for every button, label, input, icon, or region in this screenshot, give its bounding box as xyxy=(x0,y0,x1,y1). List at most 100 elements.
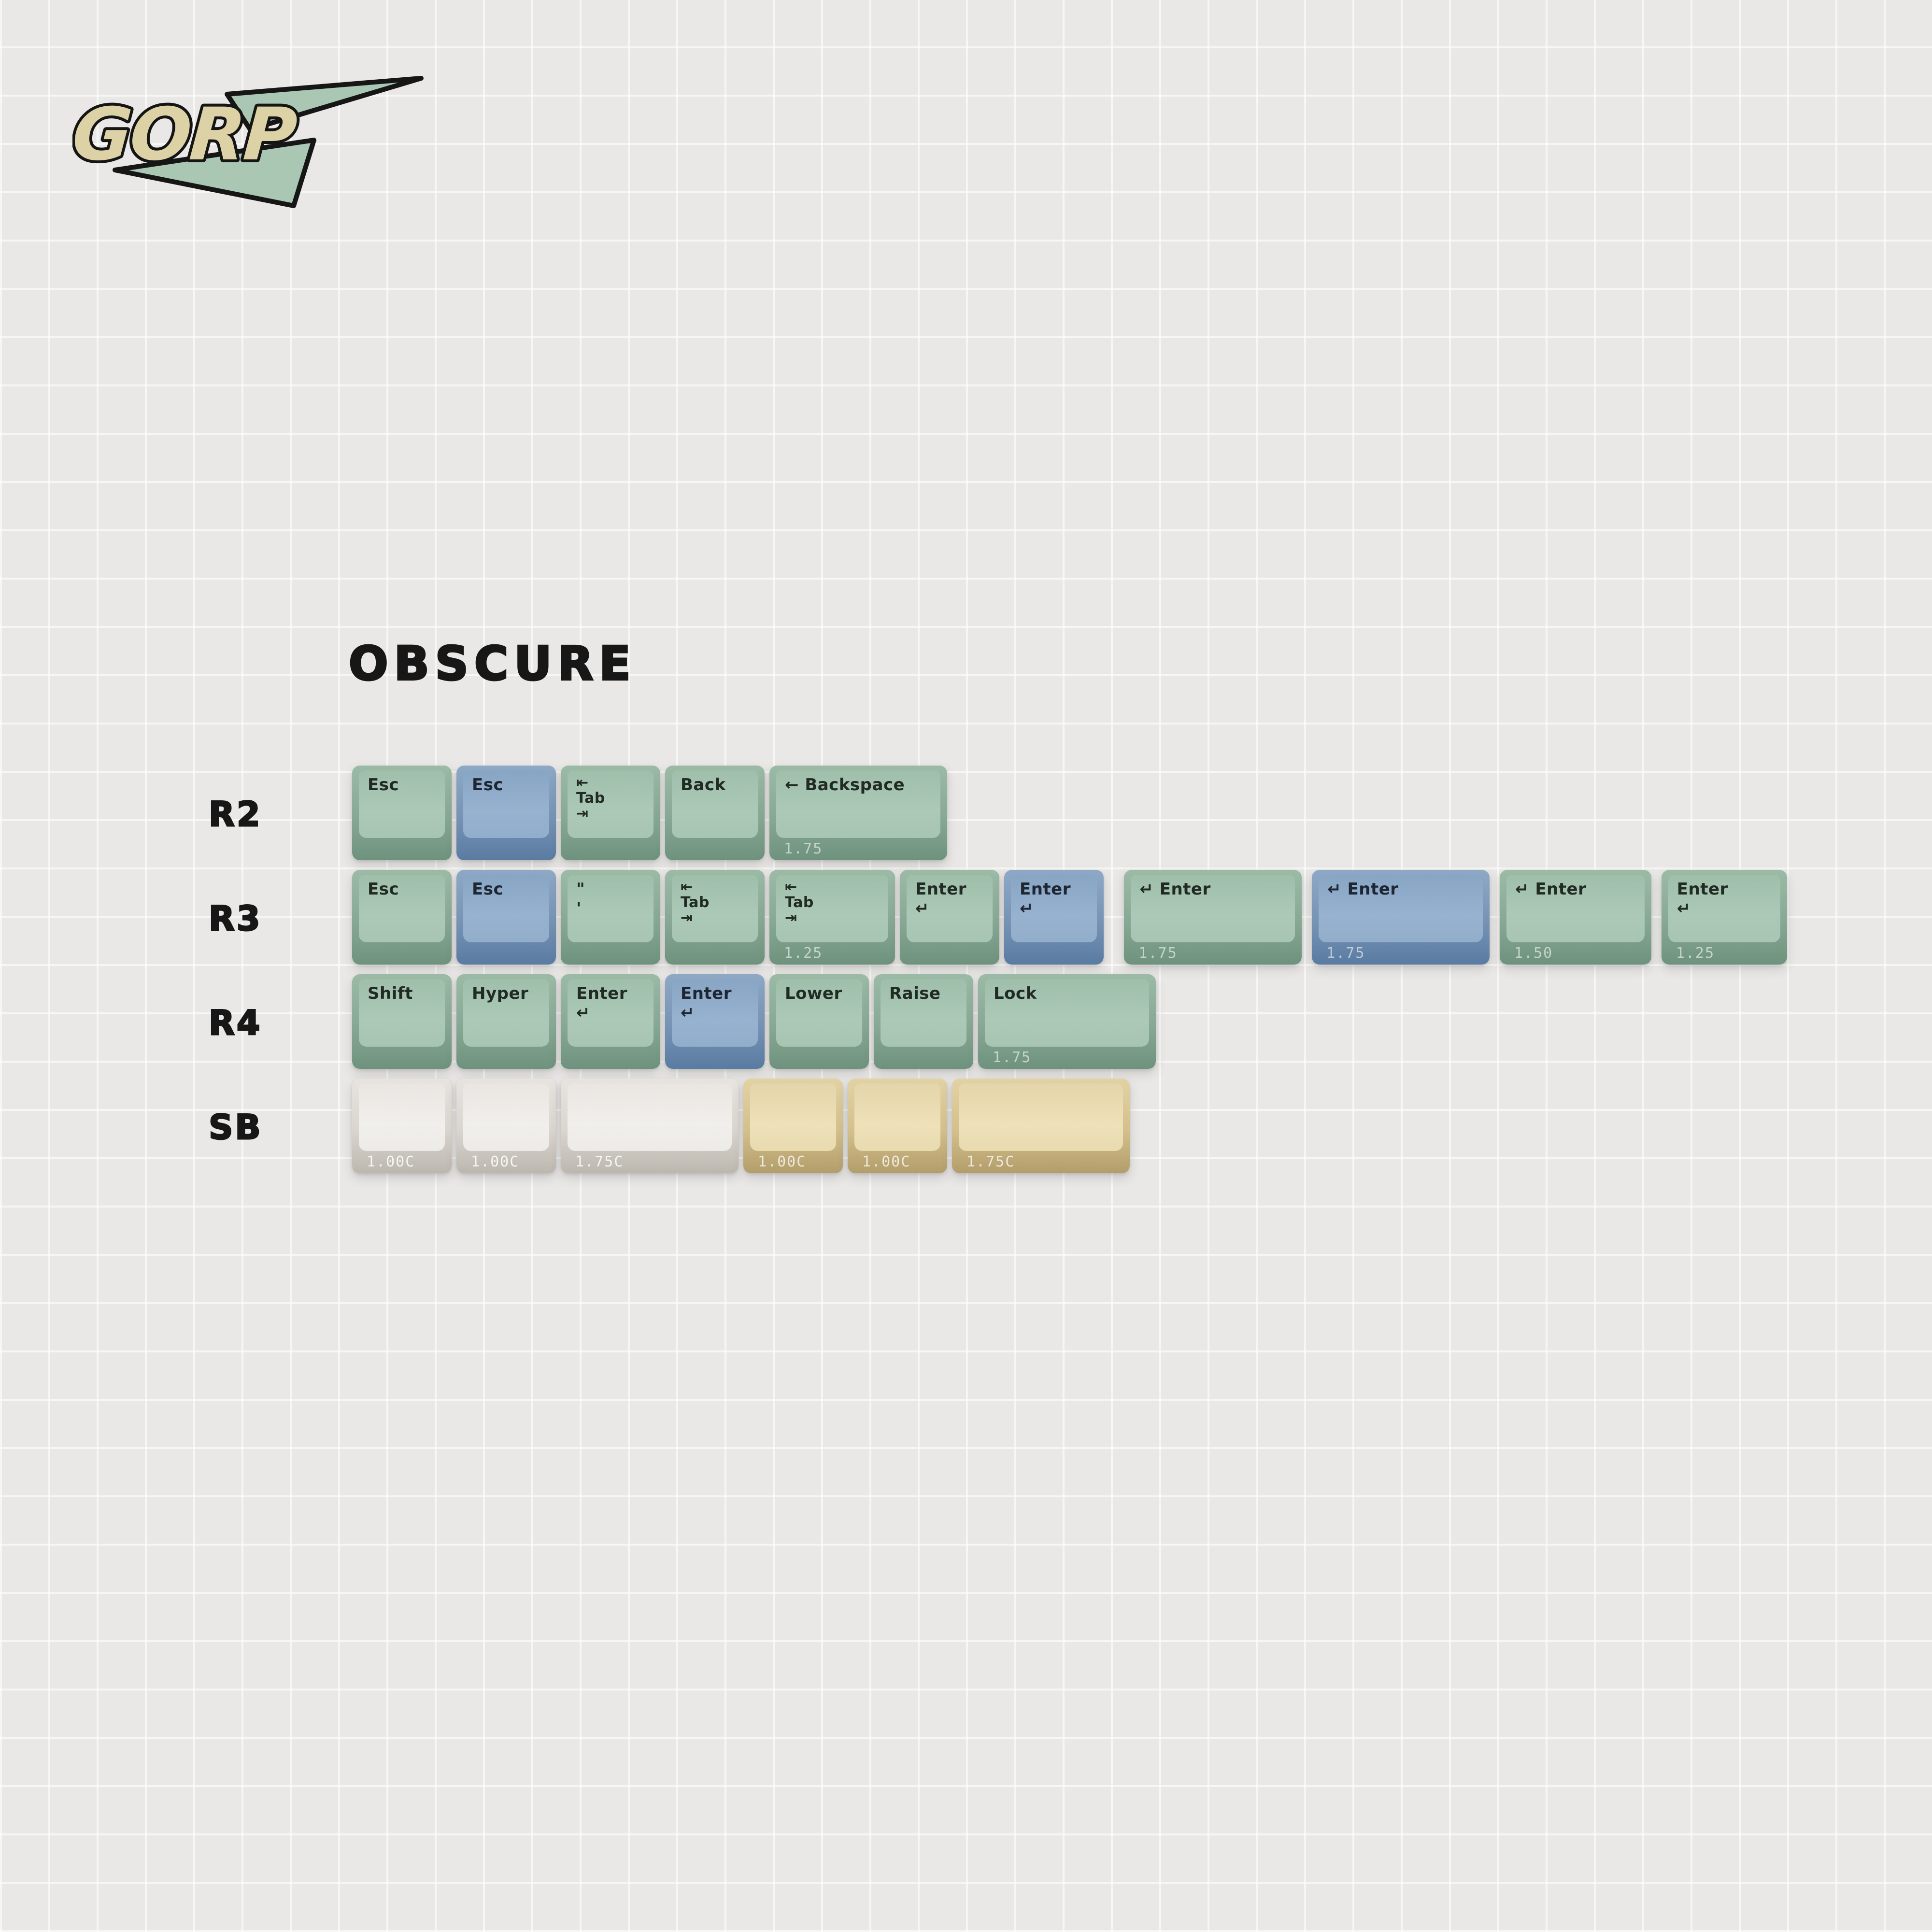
keycap-shift: Shift xyxy=(352,974,452,1069)
keycap-legend: Raise xyxy=(889,984,941,1003)
keycap-enter: Enter ↵ xyxy=(900,870,999,965)
keycap-back: Back xyxy=(665,766,765,860)
keycap-size-label: 1.75 xyxy=(1138,945,1178,962)
keycap-legend: ⇤ Tab ⇥ xyxy=(576,774,605,822)
keycap-size-label: 1.50 xyxy=(1514,945,1553,962)
keycap-legend: Enter ↵ xyxy=(1020,880,1071,919)
keycap-blank: 1.75C xyxy=(952,1079,1130,1173)
keycap-size-label: 1.25 xyxy=(784,945,823,962)
keycap-size-label: 1.75 xyxy=(784,840,823,857)
keycap-top-surface xyxy=(959,1083,1123,1151)
keycap-top-surface: Enter ↵ xyxy=(1011,875,1097,942)
keycap-size-label: 1.75 xyxy=(1326,945,1365,962)
logo-arrow-wing xyxy=(225,76,424,132)
keycap-legend: ⇤ Tab ⇥ xyxy=(785,879,814,926)
keycap-size-label: 1.75C xyxy=(966,1153,1015,1170)
keycap-top-surface: Enter ↵ xyxy=(568,979,653,1047)
keycap-esc: Esc xyxy=(352,766,452,860)
keycap-backspace: ← Backspace 1.75 xyxy=(769,766,947,860)
keycap-top-surface: Esc xyxy=(359,770,445,838)
keycap-top-surface: Enter ↵ xyxy=(1668,875,1780,942)
keycap-legend: Shift xyxy=(368,984,413,1003)
keycap-legend: Esc xyxy=(368,880,399,899)
row-label-r4: R4 xyxy=(208,1003,262,1044)
gorp-logo: GORP xyxy=(72,76,424,208)
keycap-legend: ← Backspace xyxy=(785,775,905,795)
keycap-legend: Enter ↵ xyxy=(681,984,732,1023)
keycap-legend: Hyper xyxy=(472,984,529,1003)
keycap-size-label: 1.75 xyxy=(993,1049,1032,1066)
keycap-legend: Enter ↵ xyxy=(915,880,967,919)
keycap-lower: Lower xyxy=(769,974,869,1069)
keycap-top-surface: ⇤ Tab ⇥ xyxy=(672,875,758,942)
keycap-top-surface: Shift xyxy=(359,979,445,1047)
keycap-top-surface: Esc xyxy=(463,770,549,838)
keycap-enter: ↵ Enter 1.75 xyxy=(1124,870,1302,965)
keycap-blank: 1.75C xyxy=(561,1079,739,1173)
keycap-top-surface: Lower xyxy=(776,979,862,1047)
keycap-top-surface: Raise xyxy=(881,979,966,1047)
keycap-top-surface: Esc xyxy=(463,875,549,942)
keycap-top-surface: Lock xyxy=(985,979,1149,1047)
keycap-top-surface: ⇤ Tab ⇥ xyxy=(568,770,653,838)
keycap-lock: Lock 1.75 xyxy=(978,974,1156,1069)
keycap-legend: Esc xyxy=(368,775,399,795)
keycap-top-surface: Esc xyxy=(359,875,445,942)
keycap-legend: Enter ↵ xyxy=(576,984,628,1023)
keycap-blank: 1.00C xyxy=(456,1079,556,1173)
keycap-top-surface: Enter ↵ xyxy=(907,875,993,942)
keycap-legend: Enter ↵ xyxy=(1676,880,1728,919)
keycap-enter: Enter ↵ xyxy=(1004,870,1104,965)
keycap-tab: ⇤ Tab ⇥ 1.25 xyxy=(769,870,895,965)
keycap-legend: Back xyxy=(681,775,726,795)
keycap-legend: Esc xyxy=(472,880,504,899)
keycap-blank: 1.00C xyxy=(743,1079,843,1173)
keycap-top-surface: ↵ Enter xyxy=(1319,875,1483,942)
keycap-size-label: 1.00C xyxy=(367,1153,415,1170)
keycap-size-label: 1.00C xyxy=(758,1153,807,1170)
kit-title: OBSCURE xyxy=(348,636,637,692)
keycap-top-surface: Back xyxy=(672,770,758,838)
logo-text: GORP xyxy=(72,93,299,177)
keycap-legend: " ' xyxy=(576,880,585,919)
keycap-size-label: 1.75C xyxy=(575,1153,624,1170)
keycap-top-surface xyxy=(463,1083,549,1151)
keycap-top-surface: Enter ↵ xyxy=(672,979,758,1047)
keycap-blank: 1.00C xyxy=(848,1079,947,1173)
keycap-legend: ⇤ Tab ⇥ xyxy=(681,879,710,926)
keycap-legend: ↵ Enter xyxy=(1139,880,1211,899)
keycap-raise: Raise xyxy=(874,974,973,1069)
keycap-top-surface xyxy=(854,1083,940,1151)
logo-arrow-tail xyxy=(113,138,316,208)
row-label-sb: SB xyxy=(208,1107,263,1148)
keycap-top-surface: ⇤ Tab ⇥ xyxy=(776,875,888,942)
keycap-legend: Esc xyxy=(472,775,504,795)
keycap-esc: Esc xyxy=(456,870,556,965)
keycap-size-label: 1.00C xyxy=(471,1153,520,1170)
keycap-enter: ↵ Enter 1.50 xyxy=(1500,870,1651,965)
keycap-size-label: 1.25 xyxy=(1676,945,1715,962)
keycap-top-surface xyxy=(750,1083,836,1151)
keycap-hyper: Hyper xyxy=(456,974,556,1069)
keycap-top-surface: ← Backspace xyxy=(776,770,940,838)
keycap-tab: ⇤ Tab ⇥ xyxy=(665,870,765,965)
keycap-legend: Lower xyxy=(785,984,842,1003)
keycap-top-surface: Hyper xyxy=(463,979,549,1047)
keycap-enter: ↵ Enter 1.75 xyxy=(1312,870,1490,965)
keycap-top-surface xyxy=(568,1083,732,1151)
keycap-top-surface: ↵ Enter xyxy=(1506,875,1645,942)
keycap-top-surface: ↵ Enter xyxy=(1131,875,1295,942)
keycap-esc: Esc xyxy=(456,766,556,860)
keycap-size-label: 1.00C xyxy=(862,1153,911,1170)
keycap-enter: Enter ↵ 1.25 xyxy=(1661,870,1787,965)
keycap-esc: Esc xyxy=(352,870,452,965)
keycap-top-surface xyxy=(359,1083,445,1151)
keycap-top-surface: " ' xyxy=(568,875,653,942)
row-label-r3: R3 xyxy=(208,898,262,939)
keycap-legend: Lock xyxy=(994,984,1037,1003)
keycap-blank: " ' xyxy=(561,870,660,965)
keycap-enter: Enter ↵ xyxy=(665,974,765,1069)
keycap-legend: ↵ Enter xyxy=(1515,880,1587,899)
keycap-tab: ⇤ Tab ⇥ xyxy=(561,766,660,860)
